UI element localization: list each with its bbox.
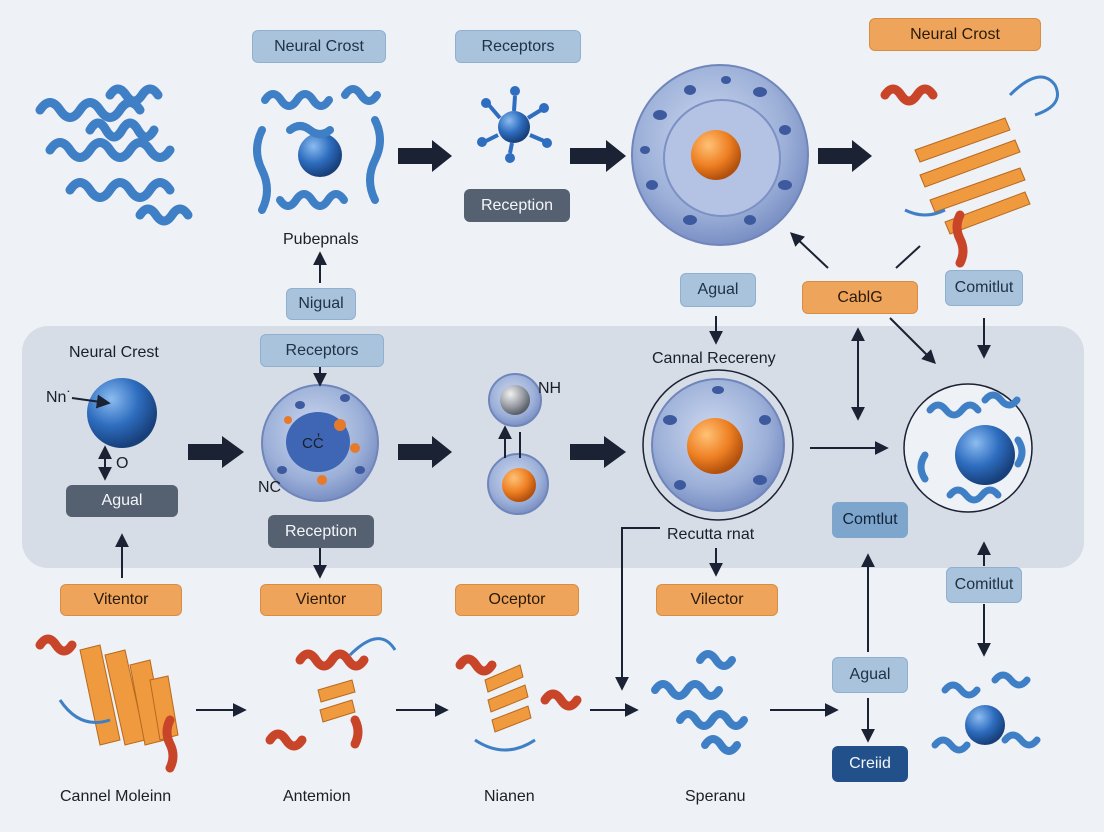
reception-label-middle: Reception [268,515,374,548]
caption-cannel-moleinn: Cannel Moleinn [60,788,172,805]
agual-label-bottom: Agual [832,657,908,693]
vientor-label: Vientor [260,584,382,616]
reception-label-top: Reception [464,189,570,222]
receptors-label-middle: Receptors [260,334,384,367]
cc-caption: CC̓ [302,435,324,452]
vilector-label: Vilector [656,584,778,616]
comitlut-label-low: Comitlut [946,567,1022,603]
o-caption: O [116,455,129,472]
thick-arrows-top [398,140,872,172]
caption-nianen: Nianen [484,788,535,805]
cablg-label: CablG [802,281,918,314]
large-cell-top [631,64,809,246]
pubepnals-caption: Pubepnals [283,231,359,248]
nn-caption: Nn˙ [46,389,72,406]
beta-sheet-protein-top-right [880,75,1059,268]
caption-antemion: Antemion [283,788,351,805]
dividing-cells [487,373,549,515]
canal-recereny-caption: Cannal Recereny [652,350,776,367]
neural-crest-caption: Neural Crest [69,344,159,361]
oceptor-label: Oceptor [455,584,579,616]
nigual-label: Nigual [286,288,356,320]
thin-arrows [71,232,991,743]
caption-speranu: Speranu [685,788,746,805]
agual-dark-label: Agual [66,485,178,517]
helix-protein-with-sphere-top [253,85,384,214]
neural-crest-sphere [87,378,157,448]
cell-with-nucleus-middle-left [261,384,379,502]
thick-arrows-middle [188,436,626,468]
receptors-label-top: Receptors [455,30,581,63]
beta-protein-bottom-3 [455,654,582,752]
comitlut-label-top: Comitlut [945,270,1023,306]
neural-crost-label-right: Neural Crost [869,18,1041,51]
helix-protein-top-left [35,84,193,226]
beta-protein-bottom-2 [265,637,397,751]
beta-protein-bottom-1 [35,634,179,773]
receptor-molecule-top [477,86,552,163]
canal-cell-middle [642,369,794,521]
recutta-rnat-caption: Recutta rnat [667,526,755,543]
comtlut-label-middle: Comtlut [832,502,908,538]
nh-caption: NH [538,380,562,397]
creiid-label: Creiid [832,746,908,782]
vitentor-label: Vitentor [60,584,182,616]
neural-crost-label: Neural Crost [252,30,386,63]
helix-protein-bottom-4 [651,650,748,755]
helix-sphere-circled-right [903,383,1033,513]
agual-label-middle: Agual [680,273,756,307]
nc-caption: NC [258,479,282,496]
helix-sphere-bottom-right [931,671,1041,754]
middle-band [22,326,1084,568]
